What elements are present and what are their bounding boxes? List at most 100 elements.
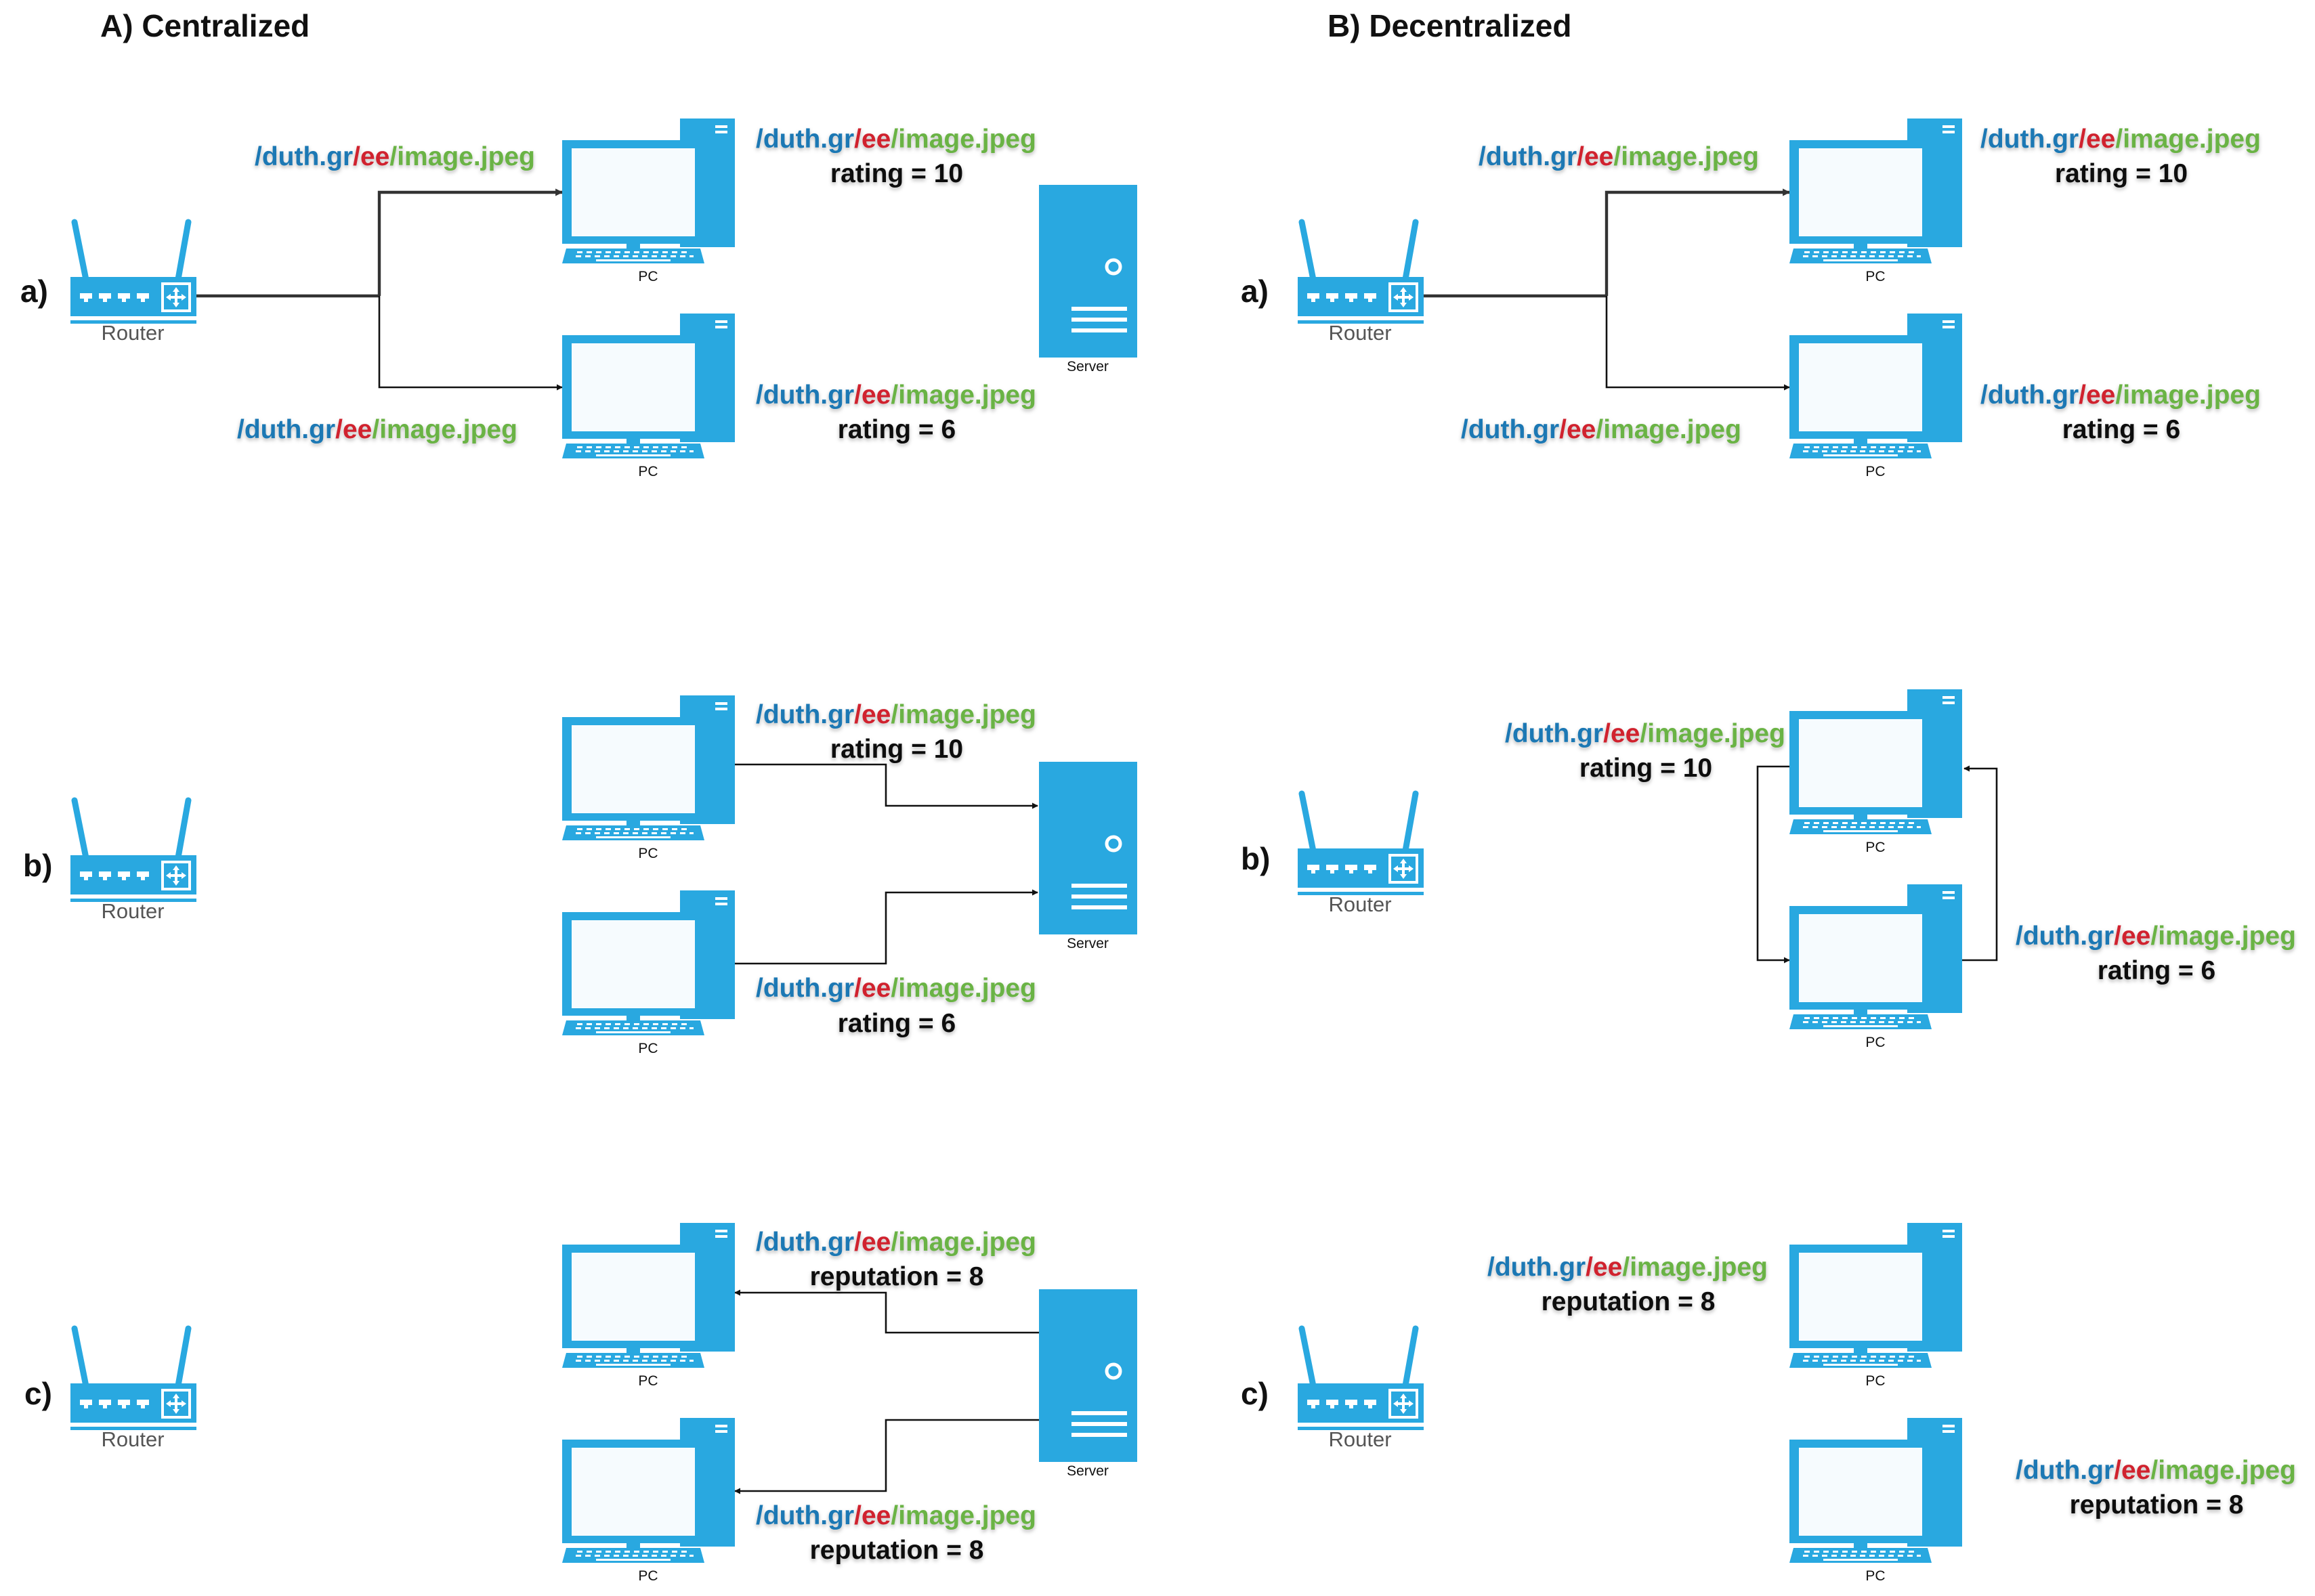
reputation-label: reputation = 8 [2070,1490,2244,1519]
router-label: Router [1328,321,1391,345]
connector-b-centralized [734,763,1038,965]
rating-label: rating = 10 [1579,754,1712,783]
pc-a1-decentralized[interactable]: PC [1789,118,1962,284]
url-label: /duth.gr/ee/image.jpeg [237,415,517,444]
pc-c2-decentralized[interactable]: PC [1789,1418,1962,1584]
reputation-label: reputation = 8 [1542,1287,1716,1316]
pc-label: PC [1865,1035,1885,1050]
panel-title-decentralized: B) Decentralized [1328,8,1571,43]
pc-label: PC [1865,269,1885,284]
server-label: Server [1067,936,1109,951]
pc-c2-centralized[interactable]: PC [562,1418,735,1584]
router-b-centralized[interactable]: Router [70,800,196,923]
pc-label: PC [638,464,658,479]
router-icon [70,800,196,902]
url-label: /duth.gr/ee/image.jpeg [1461,415,1741,444]
rating-label: rating = 10 [830,159,963,188]
pc-label: PC [638,269,658,284]
url-label: /duth.gr/ee/image.jpeg [1505,719,1785,748]
url-label: /duth.gr/ee/image.jpeg [1980,125,2261,154]
router-icon [70,222,196,324]
url-label: /duth.gr/ee/image.jpeg [756,125,1036,154]
url-label: /duth.gr/ee/image.jpeg [756,1228,1036,1257]
url-label: /duth.gr/ee/image.jpeg [756,381,1036,410]
pc-icon [562,890,735,1035]
connector-c-centralized [734,1289,1039,1494]
rating-label: rating = 6 [838,415,956,444]
router-label: Router [101,1427,164,1451]
url-label: /duth.gr/ee/image.jpeg [1980,381,2261,410]
pc-icon [562,1223,735,1368]
url-label: /duth.gr/ee/image.jpeg [756,700,1036,729]
router-icon [1298,222,1424,324]
server-icon [1039,1289,1137,1462]
pc-label: PC [638,1568,658,1584]
router-b-decentralized[interactable]: Router [1298,794,1424,916]
pc-icon [1789,118,1962,263]
pc-b1-centralized[interactable]: PC [562,695,735,861]
router-label: Router [1328,1427,1391,1451]
server-b-centralized[interactable]: Server [1039,762,1137,951]
server-c-centralized[interactable]: Server [1039,1289,1137,1479]
pc-b2-decentralized[interactable]: PC [1789,884,1962,1050]
server-icon [1039,762,1137,934]
server-a-centralized[interactable]: Server [1039,185,1137,374]
row-label-a-decentralized: a) [1241,274,1269,309]
pc-c1-decentralized[interactable]: PC [1789,1223,1962,1389]
pc-label: PC [638,1041,658,1056]
rating-label: rating = 6 [2062,415,2180,444]
url-label: /duth.gr/ee/image.jpeg [756,974,1036,1003]
panel-title-centralized: A) Centralized [100,8,310,43]
row-label-b-centralized: b) [23,848,52,883]
pc-icon [562,1418,735,1563]
pc-label: PC [1865,1568,1885,1584]
rating-label: rating = 6 [838,1009,956,1038]
connector-a-centralized [194,188,564,391]
router-a-centralized[interactable]: Router [70,222,196,345]
url-label: /duth.gr/ee/image.jpeg [2016,922,2296,951]
pc-c1-centralized[interactable]: PC [562,1223,735,1389]
pc-b2-centralized[interactable]: PC [562,890,735,1056]
row-label-c-decentralized: c) [1241,1376,1269,1411]
pc-icon [562,695,735,840]
server-label: Server [1067,1463,1109,1479]
pc-icon [1789,1223,1962,1368]
router-label: Router [1328,892,1391,916]
router-label: Router [101,899,164,923]
pc-a1-centralized[interactable]: PC [562,118,735,284]
url-label: /duth.gr/ee/image.jpeg [1487,1253,1768,1282]
connector-a-decentralized [1421,188,1791,391]
row-label-a-centralized: a) [20,274,48,309]
pc-label: PC [1865,464,1885,479]
pc-a2-decentralized[interactable]: PC [1789,314,1962,479]
pc-label: PC [1865,1373,1885,1389]
router-label: Router [101,321,164,345]
connector-b-decentralized [1756,765,1998,964]
rating-label: rating = 10 [2055,159,2188,188]
pc-icon [562,314,735,458]
router-icon [1298,794,1424,895]
server-label: Server [1067,359,1109,374]
pc-icon [1789,689,1962,834]
router-icon [1298,1329,1424,1430]
pc-b1-decentralized[interactable]: PC [1789,689,1962,855]
pc-icon [1789,1418,1962,1563]
router-c-centralized[interactable]: Router [70,1329,196,1451]
url-label: /duth.gr/ee/image.jpeg [1479,142,1759,171]
pc-label: PC [1865,840,1885,855]
url-label: /duth.gr/ee/image.jpeg [255,142,535,171]
pc-label: PC [638,1373,658,1389]
reputation-label: reputation = 8 [810,1262,984,1291]
router-icon [70,1329,196,1430]
pc-icon [562,118,735,263]
row-label-b-decentralized: b) [1241,841,1270,876]
router-c-decentralized[interactable]: Router [1298,1329,1424,1451]
reputation-label: reputation = 8 [810,1536,984,1565]
pc-icon [1789,884,1962,1029]
pc-icon [1789,314,1962,458]
server-icon [1039,185,1137,358]
pc-a2-centralized[interactable]: PC [562,314,735,479]
row-label-c-centralized: c) [24,1376,52,1411]
router-a-decentralized[interactable]: Router [1298,222,1424,345]
